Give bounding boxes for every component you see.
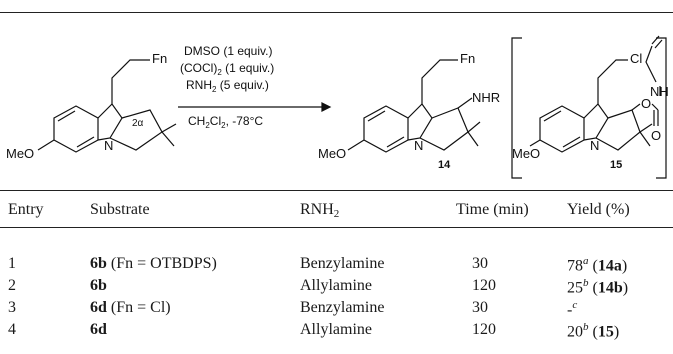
side-product-benzene-ring xyxy=(539,105,585,153)
product-fn-label: Fn xyxy=(460,51,475,66)
row-2-amine: Allylamine xyxy=(300,277,372,294)
condition-solvent: CH2Cl2, -78°C xyxy=(188,114,263,130)
header-rnh2: RNH2 xyxy=(300,201,340,220)
row-3-time: 30 xyxy=(472,299,488,316)
substrate-fn-label: Fn xyxy=(152,51,167,66)
carbamate-o-bond xyxy=(631,103,641,111)
row-1-yield: 78a (14a) xyxy=(567,255,628,275)
product-nhr-label: NHR xyxy=(472,90,500,105)
row-2-substrate: 6b xyxy=(90,277,107,294)
left-bracket xyxy=(511,37,522,179)
side-product-meo-label: MeO xyxy=(512,146,540,161)
side-product-n-label: N xyxy=(590,138,599,153)
product-14-label: 14 xyxy=(438,159,451,171)
side-product-nh-label: NH xyxy=(650,84,669,99)
product-cyclopentane-ring xyxy=(419,107,469,151)
row-3-amine: Benzylamine xyxy=(300,299,385,316)
substrate-n-label: N xyxy=(104,138,113,153)
row-4-entry: 4 xyxy=(8,321,16,338)
side-product-cl-label: Cl xyxy=(630,51,642,66)
header-yield: Yield (%) xyxy=(567,201,630,218)
row-3-substrate: 6d (Fn = Cl) xyxy=(90,299,171,316)
condition-dmso: DMSO (1 equiv.) xyxy=(184,44,272,58)
top-rule xyxy=(0,12,673,13)
product-meo-label: MeO xyxy=(318,146,346,161)
row-4-amine: Allylamine xyxy=(300,321,372,338)
header-time: Time (min) xyxy=(456,201,529,218)
product-benzene-ring xyxy=(363,105,409,153)
substrate-side-chain xyxy=(111,59,150,104)
header-entry: Entry xyxy=(8,201,44,218)
row-3-yield: -c xyxy=(567,299,578,319)
right-bracket xyxy=(656,37,667,179)
condition-oxalyl-chloride: (COCl)2 (1 equiv.) xyxy=(180,61,274,77)
table-top-rule xyxy=(0,190,673,191)
row-3-entry: 3 xyxy=(8,299,16,316)
side-product-pyrrole-ring xyxy=(583,103,609,141)
substrate-cyclopentane-ring xyxy=(109,109,163,151)
position-2alpha-label: 2α xyxy=(132,118,144,129)
side-product-o-label: O xyxy=(641,96,651,111)
row-2-time: 120 xyxy=(472,277,496,294)
substrate-benzene-ring xyxy=(53,105,99,153)
allyl-chain xyxy=(645,45,657,83)
header-bottom-rule xyxy=(0,227,673,228)
header-substrate: Substrate xyxy=(90,201,150,218)
row-1-substrate: 6b (Fn = OTBDPS) xyxy=(90,255,217,272)
substrate-pyrrole-ring xyxy=(97,103,123,141)
substrate-meo-label: MeO xyxy=(6,146,34,161)
row-4-substrate: 6d xyxy=(90,321,107,338)
product-n-label: N xyxy=(414,138,423,153)
row-2-entry: 2 xyxy=(8,277,16,294)
condition-amine: RNH2 (5 equiv.) xyxy=(186,78,269,94)
product-side-chain xyxy=(421,59,458,104)
row-4-time: 120 xyxy=(472,321,496,338)
side-product-carbonyl-o-label: O xyxy=(651,128,661,143)
row-2-yield: 25b (14b) xyxy=(567,277,629,297)
product-pyrrole-ring xyxy=(407,103,433,141)
side-product-15-label: 15 xyxy=(610,159,622,171)
row-4-yield: 20b (15) xyxy=(567,321,620,341)
side-product-side-chain xyxy=(597,59,628,104)
row-1-entry: 1 xyxy=(8,255,16,272)
row-1-time: 30 xyxy=(472,255,488,272)
row-1-amine: Benzylamine xyxy=(300,255,385,272)
reaction-scheme: Fn 2α N MeO DMSO (1 equiv.) (COCl)2 (1 e… xyxy=(6,35,669,179)
side-product-cyclopentane-ring xyxy=(595,109,641,151)
